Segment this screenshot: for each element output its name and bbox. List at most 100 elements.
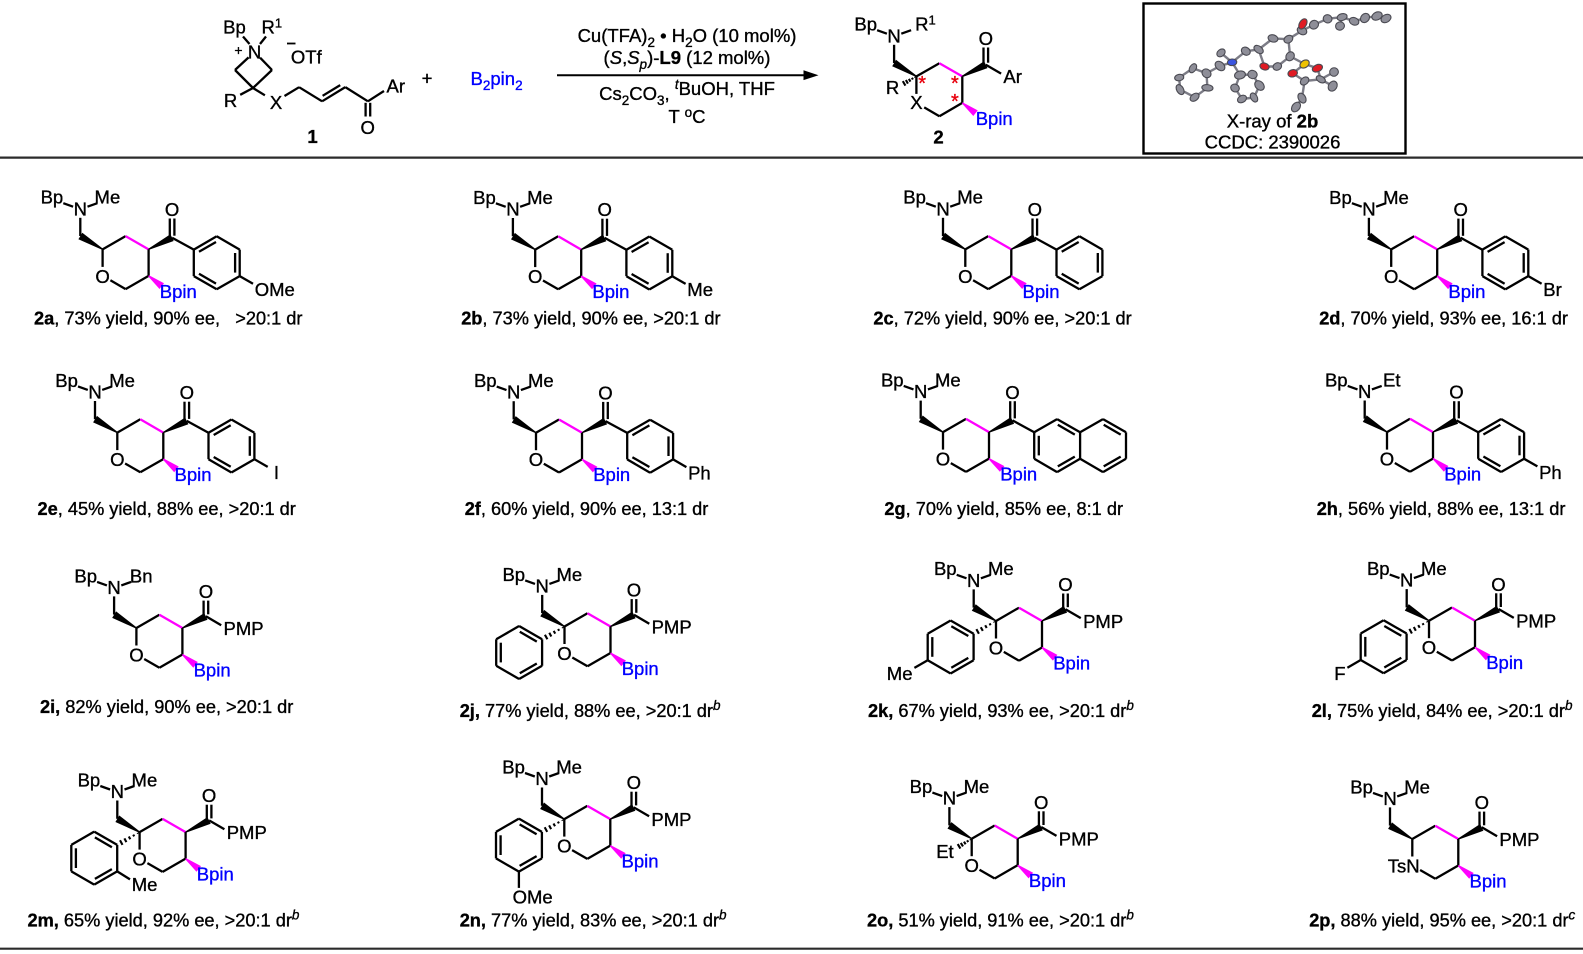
svg-text:Bpin: Bpin (593, 464, 630, 485)
svg-text:Bp: Bp (934, 558, 957, 579)
svg-text:OMe: OMe (513, 887, 553, 908)
svg-text:Et: Et (1383, 369, 1400, 390)
svg-text:F: F (1334, 663, 1345, 684)
svg-text:O: O (627, 580, 641, 601)
svg-text:Bp: Bp (903, 187, 926, 208)
svg-text:Cs2CO3, tBuOH, THF: Cs2CO3, tBuOH, THF (599, 77, 775, 108)
svg-text:Bp: Bp (1350, 776, 1373, 797)
svg-text:Me: Me (687, 279, 713, 300)
svg-text:Bp: Bp (474, 370, 497, 391)
svg-text:PMP: PMP (1083, 611, 1123, 632)
svg-text:Me: Me (95, 187, 121, 208)
svg-text:Bpin: Bpin (1023, 281, 1060, 302)
svg-text:O: O (1454, 199, 1468, 220)
svg-text:Bp: Bp (74, 565, 97, 586)
svg-text:Bpin: Bpin (976, 108, 1013, 129)
svg-text:2c, 72% yield, 90% ee, >20:1 d: 2c, 72% yield, 90% ee, >20:1 dr (873, 309, 1131, 329)
svg-text:N: N (536, 575, 549, 596)
svg-text:Me: Me (988, 558, 1014, 579)
svg-text:2m, 65% yield, 92% ee, >20:1 d: 2m, 65% yield, 92% ee, >20:1 drb (28, 907, 300, 930)
svg-text:Bpin: Bpin (1029, 870, 1066, 891)
svg-text:O: O (1028, 199, 1042, 220)
svg-text:O: O (958, 266, 972, 287)
svg-text:Bpin: Bpin (622, 658, 659, 679)
svg-text:Bpin: Bpin (1053, 653, 1090, 674)
svg-text:N: N (535, 768, 548, 789)
svg-text:PMP: PMP (652, 616, 692, 637)
svg-text:Bpin: Bpin (592, 281, 629, 302)
svg-text:O: O (110, 449, 124, 470)
svg-text:Bpin: Bpin (175, 464, 212, 485)
svg-text:O: O (528, 266, 542, 287)
svg-text:N: N (943, 788, 956, 809)
svg-text:O: O (1449, 382, 1463, 403)
svg-text:Bpin: Bpin (1448, 281, 1485, 302)
svg-text:N: N (507, 382, 520, 403)
svg-text:Me: Me (527, 187, 553, 208)
svg-text:O: O (165, 199, 179, 220)
svg-text:O: O (965, 855, 979, 876)
svg-text:Bp: Bp (1325, 369, 1348, 390)
svg-text:*: * (951, 73, 959, 95)
svg-text:2l, 75% yield, 84% ee, >20:1 d: 2l, 75% yield, 84% ee, >20:1 drb (1312, 698, 1573, 721)
svg-text:O: O (557, 643, 571, 664)
svg-text:X: X (270, 92, 282, 113)
svg-text:Me: Me (1404, 776, 1430, 797)
svg-text:N: N (88, 382, 101, 403)
svg-text:O: O (598, 382, 612, 403)
svg-text:Bp: Bp (1367, 558, 1390, 579)
svg-text:Bp: Bp (55, 370, 78, 391)
svg-text:O: O (180, 382, 194, 403)
svg-text:R1: R1 (262, 16, 283, 38)
svg-text:Bpin: Bpin (197, 864, 234, 885)
svg-text:O: O (129, 644, 143, 665)
svg-text:O: O (361, 117, 375, 138)
svg-text:O: O (1005, 382, 1019, 403)
svg-text:Ph: Ph (688, 462, 711, 483)
svg-text:Me: Me (957, 187, 983, 208)
svg-text:Bp: Bp (502, 756, 525, 777)
svg-text:Bn: Bn (130, 565, 153, 586)
svg-text:Bpin: Bpin (1470, 871, 1507, 892)
svg-text:I: I (274, 462, 279, 483)
svg-text:2b, 73% yield, 90% ee, >20:1 d: 2b, 73% yield, 90% ee, >20:1 dr (461, 309, 720, 329)
svg-text:B2pin2: B2pin2 (471, 68, 523, 93)
svg-text:2f, 60% yield, 90% ee, 13:1 dr: 2f, 60% yield, 90% ee, 13:1 dr (465, 499, 709, 519)
svg-text:N: N (1362, 198, 1375, 219)
svg-text:Bp: Bp (1329, 187, 1352, 208)
svg-text:2n, 77% yield, 83% ee, >20:1 d: 2n, 77% yield, 83% ee, >20:1 drb (460, 907, 727, 930)
svg-text:Bp: Bp (78, 769, 101, 790)
svg-text:Et: Et (936, 841, 953, 862)
svg-text:Me: Me (556, 564, 582, 585)
svg-text:R: R (886, 77, 899, 98)
svg-text:N: N (107, 577, 120, 598)
svg-text:Bpin: Bpin (1444, 464, 1481, 485)
svg-text:PMP: PMP (1499, 829, 1539, 850)
svg-text:+: + (422, 68, 433, 89)
svg-text:Bp: Bp (502, 564, 525, 585)
svg-text:O: O (1058, 574, 1072, 595)
svg-text:PMP: PMP (1516, 611, 1556, 632)
svg-text:T oC: T oC (669, 105, 706, 127)
svg-text:Me: Me (935, 369, 961, 390)
svg-text:O: O (529, 449, 543, 470)
svg-text:+: + (234, 42, 242, 58)
svg-text:O: O (1384, 266, 1398, 287)
svg-text:O: O (627, 772, 641, 793)
svg-text:N: N (1358, 381, 1371, 402)
svg-text:X-ray of 2b: X-ray of 2b (1227, 110, 1319, 131)
svg-text:O: O (979, 28, 993, 49)
svg-text:O: O (132, 849, 146, 870)
svg-text:X: X (910, 92, 922, 113)
svg-text:*: * (951, 91, 959, 113)
svg-text:OTf: OTf (291, 47, 323, 68)
svg-text:Bp: Bp (41, 187, 64, 208)
svg-text:2j, 77% yield, 88% ee, >20:1 d: 2j, 77% yield, 88% ee, >20:1 drb (460, 698, 721, 721)
svg-text:O: O (1380, 448, 1394, 469)
svg-text:O: O (598, 199, 612, 220)
svg-text:N: N (887, 25, 900, 46)
svg-text:O: O (1422, 637, 1436, 658)
svg-text:O: O (989, 637, 1003, 658)
svg-text:O: O (1034, 792, 1048, 813)
svg-text:R: R (224, 90, 237, 111)
